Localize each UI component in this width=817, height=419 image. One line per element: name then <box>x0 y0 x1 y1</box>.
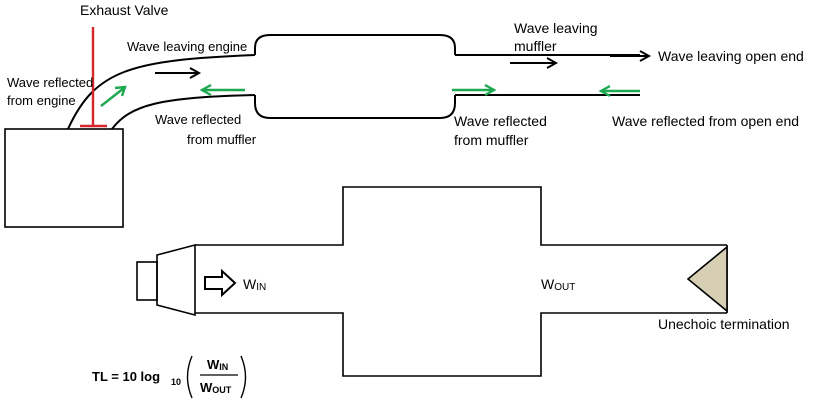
source-horn <box>156 243 196 317</box>
label-w-in: WIN <box>243 276 266 293</box>
formula-log-base: 10 <box>171 377 181 387</box>
formula-prefix: TL = 10 log <box>92 369 160 384</box>
label-w-out: WOUT <box>541 276 575 293</box>
label-wave-reflected-from-muffler-right-1: Wave reflected <box>454 113 547 129</box>
label-wave-reflected-from-muffler-left-1: Wave reflected <box>155 112 241 127</box>
exhaust-pipe-upper-wall <box>67 54 256 130</box>
arrow-wave-reflected-from-open-end <box>598 84 640 98</box>
label-wave-leaving-muffler-2: muffler <box>514 38 557 54</box>
label-wave-reflected-from-open-end: Wave reflected from open end <box>612 113 799 129</box>
unechoic-termination-wedge <box>686 245 728 313</box>
formula-left-paren <box>186 355 193 399</box>
formula-numerator: WIN <box>207 357 228 372</box>
incident-power-arrow <box>204 268 237 298</box>
label-wave-reflected-from-muffler-left-2: from muffler <box>187 132 257 147</box>
duct-and-expansion-chamber <box>195 186 727 377</box>
label-wave-leaving-muffler-1: Wave leaving <box>514 20 598 36</box>
arrow-wave-reflected-from-engine <box>100 85 127 107</box>
label-wave-leaving-open-end: Wave leaving open end <box>658 48 804 64</box>
transmission-loss-formula: TL = 10 log 10 WIN WOUT <box>92 355 247 399</box>
arrow-wave-reflected-from-muffler-left <box>199 83 245 97</box>
formula-right-paren <box>240 355 247 399</box>
source-driver-box <box>136 261 158 301</box>
arrow-wave-leaving-muffler <box>510 57 559 69</box>
label-exhaust-valve: Exhaust Valve <box>80 2 169 18</box>
arrow-wave-reflected-from-muffler-right <box>452 83 497 97</box>
label-wave-reflected-from-engine-2: from engine <box>7 93 76 108</box>
label-wave-reflected-from-engine-1: Wave reflected <box>7 75 93 90</box>
muffler-chamber-outline <box>254 34 456 119</box>
arrow-wave-leaving-open-end <box>610 50 652 62</box>
arrow-wave-leaving-engine <box>155 67 202 79</box>
engine-block <box>4 128 124 228</box>
formula-denominator: WOUT <box>200 380 232 395</box>
label-wave-reflected-from-muffler-right-2: from muffler <box>454 132 529 148</box>
exhaust-pipe-lower-wall <box>111 94 256 130</box>
label-unechoic-termination: Unechoic termination <box>658 316 790 332</box>
label-wave-leaving-engine: Wave leaving engine <box>127 39 247 54</box>
